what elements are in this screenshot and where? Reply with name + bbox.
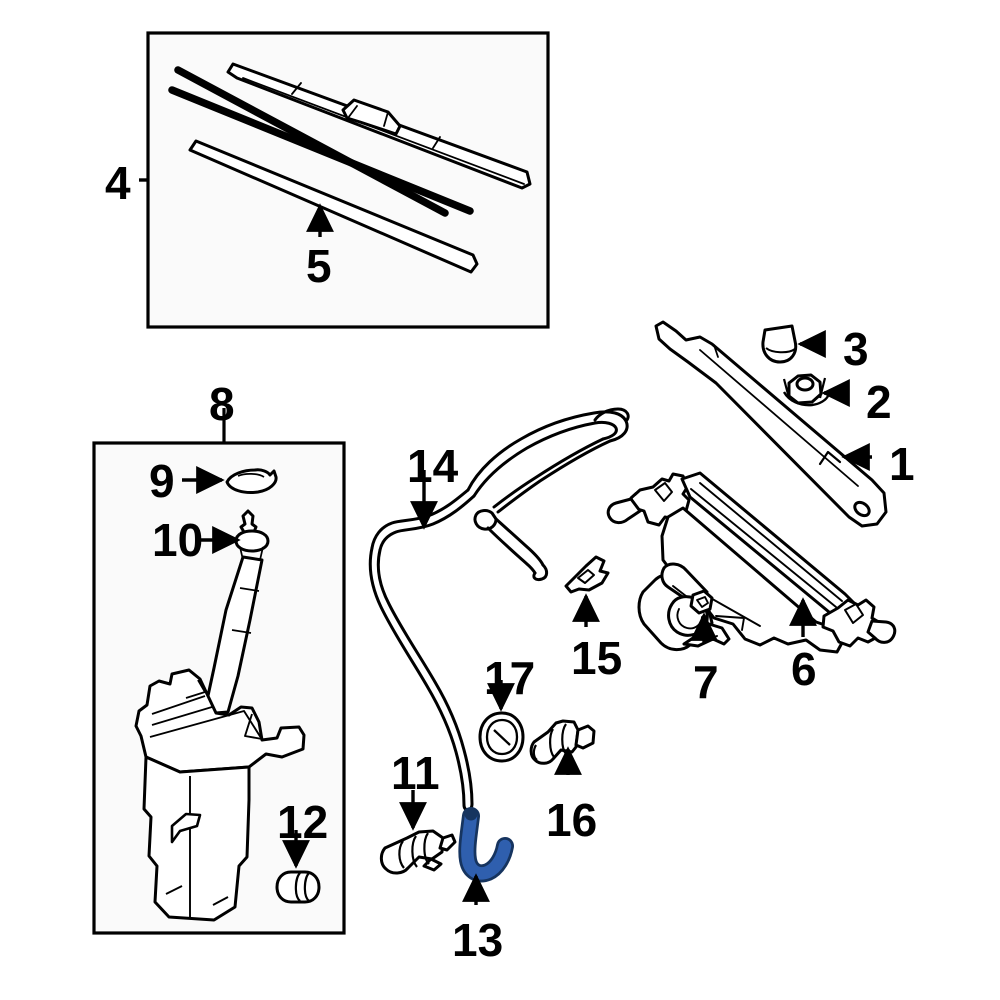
wiper-blade-inset-box — [146, 31, 550, 329]
callout-11[interactable]: 11 — [391, 747, 440, 799]
washer-hose-joint-art — [458, 807, 514, 883]
reservoir-cap-art — [225, 468, 278, 494]
callout-10[interactable]: 10 — [152, 514, 204, 566]
callout-14[interactable]: 14 — [407, 440, 459, 492]
callout-7[interactable]: 7 — [693, 656, 719, 708]
callout-12[interactable]: 12 — [277, 796, 329, 848]
callout-13[interactable]: 13 — [452, 914, 504, 966]
callout-17[interactable]: 17 — [484, 652, 536, 704]
callout-5[interactable]: 5 — [306, 240, 332, 292]
callout-3[interactable]: 3 — [843, 323, 869, 375]
washer-hose-art — [368, 407, 630, 812]
callout-2[interactable]: 2 — [866, 376, 892, 428]
pump-grommet-art — [478, 711, 525, 763]
callout-16[interactable]: 16 — [546, 794, 598, 846]
wiper-arm-art — [654, 320, 888, 528]
callout-6[interactable]: 6 — [791, 643, 817, 695]
washer-pump-art — [529, 719, 596, 765]
washer-nozzle-art — [379, 829, 457, 875]
hose-clip-art — [564, 555, 610, 594]
callout-15[interactable]: 15 — [571, 632, 623, 684]
reservoir-filler-neck-art — [204, 509, 270, 715]
callout-4[interactable]: 4 — [105, 157, 131, 209]
wiper-arm-cap-art — [761, 324, 798, 364]
callout-9[interactable]: 9 — [149, 455, 175, 507]
callout-1[interactable]: 1 — [889, 438, 915, 490]
callout-8[interactable]: 8 — [209, 378, 235, 430]
wiper-arm-nut-art — [782, 373, 830, 407]
reservoir-grommet-art — [275, 870, 321, 904]
washer-reservoir-tank-art — [134, 668, 306, 922]
